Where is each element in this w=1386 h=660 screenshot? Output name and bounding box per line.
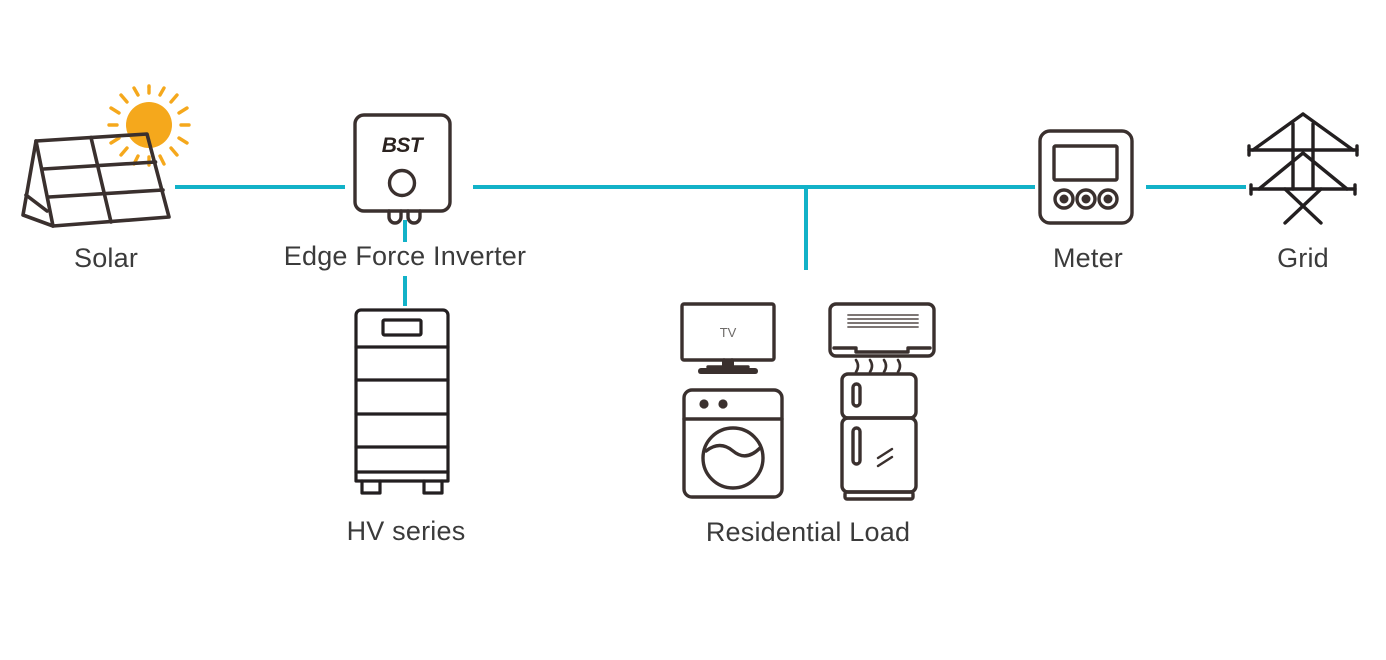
- meter-button-dot-3: [1103, 194, 1113, 204]
- node-battery[interactable]: [352, 306, 460, 506]
- wire-inverter-to-battery-upper: [403, 220, 407, 242]
- solar-panel-icon: [21, 132, 171, 228]
- node-meter[interactable]: [1037, 128, 1139, 228]
- label-grid: Grid: [1277, 243, 1329, 273]
- wire-meter-to-grid: [1146, 185, 1246, 189]
- battery-stack-icon: [354, 308, 450, 495]
- air-conditioner-louvers: [847, 314, 919, 328]
- node-solar[interactable]: [14, 84, 199, 232]
- node-grid[interactable]: [1245, 110, 1361, 225]
- meter-button-dot-2: [1081, 194, 1091, 204]
- wire-bus-to-load: [804, 185, 808, 270]
- label-residential-load: Residential Load: [705, 517, 911, 547]
- meter-button-dot-1: [1059, 194, 1069, 204]
- refrigerator-icon: [840, 372, 918, 501]
- label-inverter: Edge Force Inverter: [283, 241, 527, 271]
- power-pylon-icon: [1247, 112, 1359, 225]
- washing-machine-knob-2: [718, 399, 728, 409]
- label-meter: Meter: [1052, 243, 1124, 273]
- wire-solar-to-inverter: [175, 185, 345, 189]
- label-solar: Solar: [73, 243, 139, 273]
- node-inverter[interactable]: BST: [352, 112, 458, 225]
- wire-inverter-to-meter-bus: [473, 185, 1035, 189]
- wire-inverter-to-battery-lower: [403, 276, 407, 306]
- washing-machine-knob-1: [699, 399, 709, 409]
- label-battery: HV series: [346, 516, 466, 546]
- air-conditioner-icon: [828, 302, 936, 358]
- meter-icon: [1038, 129, 1134, 225]
- air-conditioner-airflow-icon: [854, 358, 902, 374]
- inverter-icon: [353, 113, 452, 225]
- tv-stand-base: [698, 368, 758, 374]
- washing-machine-icon: [682, 388, 784, 499]
- sun-icon: [107, 84, 191, 167]
- tv-screen-label: TV: [720, 325, 737, 340]
- tv-stand-neck: [722, 360, 734, 368]
- inverter-brand-logo: BST: [382, 134, 425, 157]
- refrigerator-shine-icon: [876, 447, 894, 468]
- node-residential-load[interactable]: TV: [678, 298, 938, 503]
